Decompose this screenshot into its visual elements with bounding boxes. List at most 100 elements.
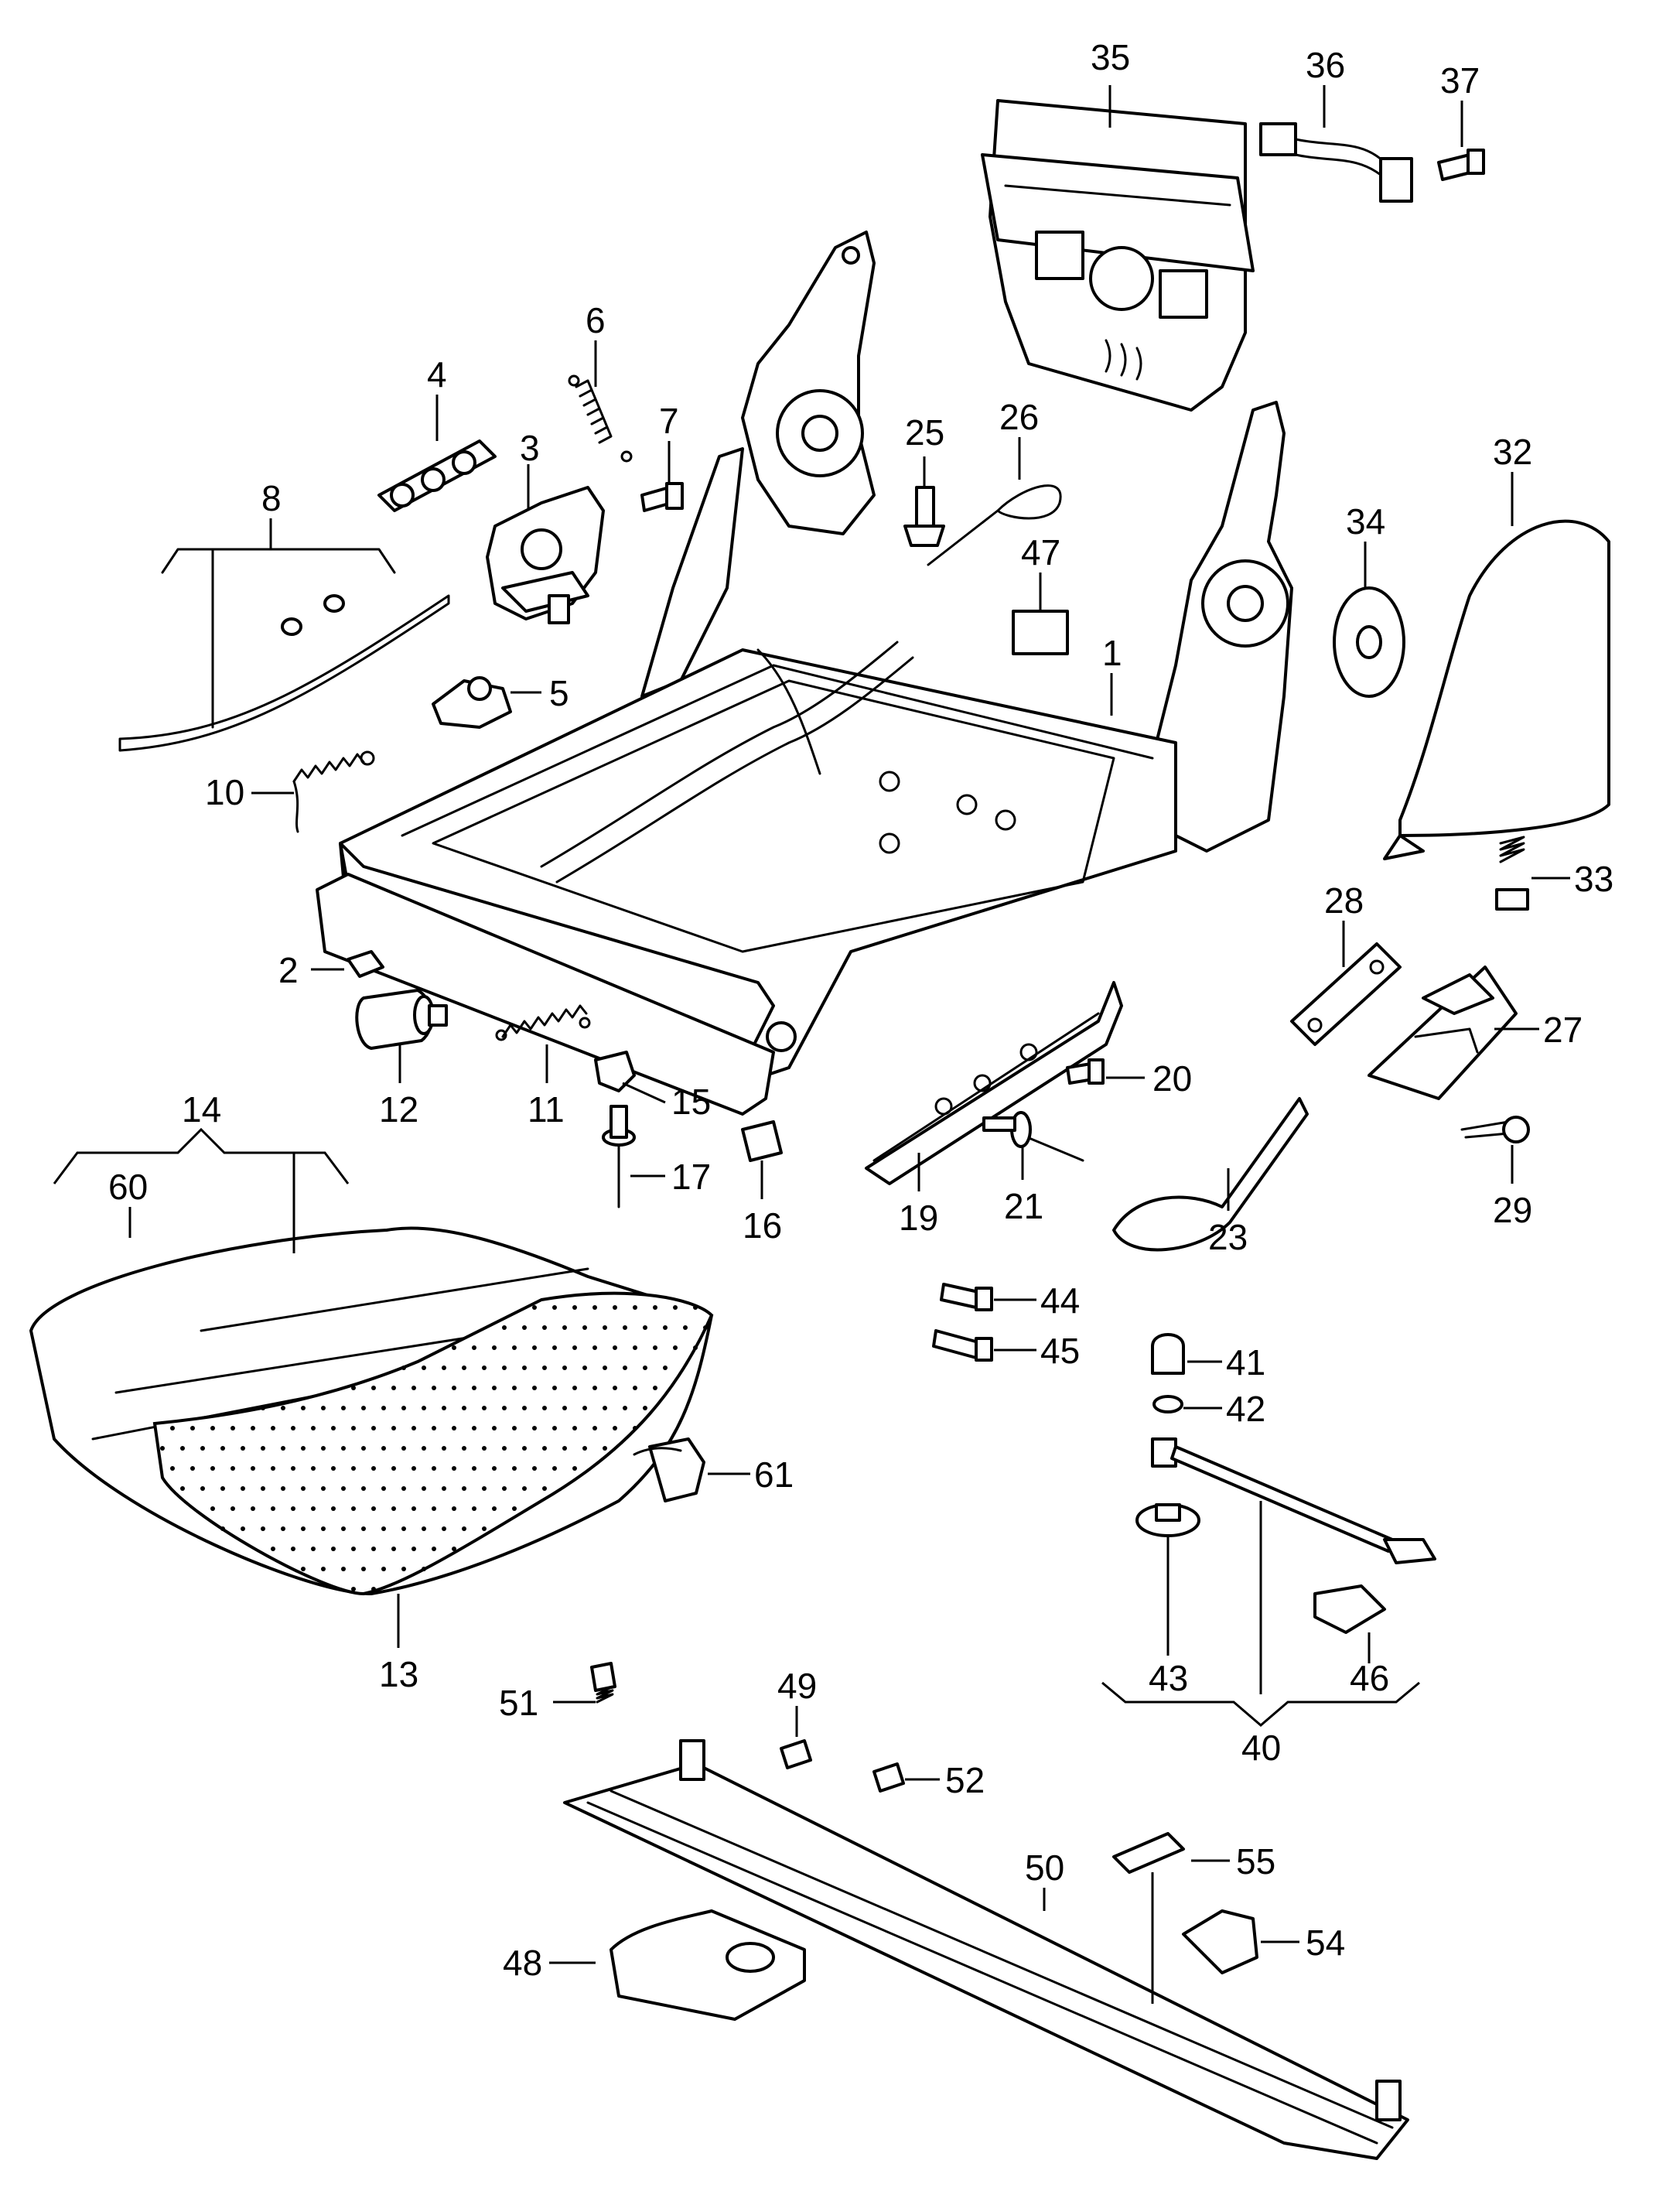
callout-15: 15 <box>671 1082 711 1122</box>
pad-dot <box>371 1386 376 1390</box>
pad-dot <box>502 1406 507 1410</box>
pad-dot <box>241 1446 245 1451</box>
part-36-cable <box>1259 122 1413 203</box>
pad-dot <box>472 1426 476 1430</box>
pad-dot <box>301 1406 306 1410</box>
pad-dot <box>341 1526 346 1531</box>
pad-dot <box>462 1406 466 1410</box>
pad-dot <box>532 1426 537 1430</box>
pad-dot <box>251 1506 255 1511</box>
pad-dot <box>522 1366 527 1370</box>
pad-dot <box>311 1506 316 1511</box>
pad-dot <box>271 1466 275 1471</box>
pad-dot <box>482 1366 487 1370</box>
pad-dot <box>663 1366 668 1370</box>
pad-dot <box>351 1547 356 1551</box>
pad-dot <box>542 1486 547 1491</box>
pad-dot <box>562 1325 567 1330</box>
pad-dot <box>371 1466 376 1471</box>
pad-dot <box>582 1406 587 1410</box>
pad-dot <box>522 1486 527 1491</box>
pad-dot <box>331 1426 336 1430</box>
pad-dot <box>572 1386 577 1390</box>
callout-47: 47 <box>1021 532 1060 573</box>
part-4-cover-strip <box>377 439 497 512</box>
pad-dot <box>613 1345 617 1350</box>
part-44-bolt <box>940 1283 993 1311</box>
callout-34: 34 <box>1346 501 1385 542</box>
pad-dot <box>351 1506 356 1511</box>
pad-dot <box>452 1426 456 1430</box>
pad-dot <box>442 1446 446 1451</box>
pad-dot <box>613 1305 617 1310</box>
callout-33: 33 <box>1574 859 1613 899</box>
pad-dot <box>603 1325 607 1330</box>
pad-dot <box>572 1345 577 1350</box>
pad-dot <box>472 1386 476 1390</box>
pad-dot <box>401 1486 406 1491</box>
pad-dot <box>361 1446 366 1451</box>
pad-dot <box>512 1466 517 1471</box>
pad-dot <box>552 1345 557 1350</box>
pad-dot <box>230 1506 235 1511</box>
pad-dot <box>472 1345 476 1350</box>
pad-dot <box>452 1506 456 1511</box>
callout-13: 13 <box>379 1654 418 1694</box>
pad-dot <box>703 1325 708 1330</box>
pad-dot <box>321 1406 326 1410</box>
part-7-screw <box>640 482 684 512</box>
part-45-bolt <box>932 1329 993 1362</box>
pad-dot <box>301 1567 306 1571</box>
pad-dot <box>623 1406 627 1410</box>
pad-dot <box>271 1547 275 1551</box>
callout-51: 51 <box>499 1683 538 1723</box>
part-14-seat-cushion <box>29 1226 714 1596</box>
pad-dot <box>210 1426 215 1430</box>
pad-dot <box>220 1486 225 1491</box>
part-11-spring <box>495 1004 591 1041</box>
callout-35: 35 <box>1091 37 1130 77</box>
pad-dot <box>210 1466 215 1471</box>
pad-dot <box>552 1386 557 1390</box>
pad-dot <box>673 1305 678 1310</box>
part-12-cylinder <box>355 989 448 1050</box>
callout-4: 4 <box>427 354 447 395</box>
callout-7: 7 <box>659 401 679 441</box>
pad-dot <box>653 1345 657 1350</box>
callout-52: 52 <box>945 1760 985 1800</box>
pad-dot <box>572 1466 577 1471</box>
callout-11: 11 <box>528 1089 565 1130</box>
pad-dot <box>391 1386 396 1390</box>
pad-dot <box>341 1406 346 1410</box>
pad-dot <box>542 1325 547 1330</box>
pad-dot <box>381 1446 386 1451</box>
pad-dot <box>572 1426 577 1430</box>
pad-dot <box>281 1486 285 1491</box>
pad-dot <box>512 1345 517 1350</box>
pad-dot <box>592 1305 597 1310</box>
part-41-cap-nut <box>1151 1333 1185 1375</box>
pad-dot <box>532 1305 537 1310</box>
pad-dot <box>371 1587 376 1591</box>
pad-dot <box>643 1325 647 1330</box>
part-43-washer <box>1135 1503 1200 1537</box>
pad-dot <box>663 1325 668 1330</box>
part-40-tie-rod <box>1151 1437 1436 1564</box>
callout-46: 46 <box>1350 1658 1389 1698</box>
pad-dot <box>401 1406 406 1410</box>
pad-dot <box>422 1366 426 1370</box>
pad-dot <box>210 1506 215 1511</box>
pad-dot <box>452 1345 456 1350</box>
leader-lines <box>53 85 1570 2004</box>
pad-dot <box>482 1526 487 1531</box>
pad-dot <box>442 1526 446 1531</box>
callout-labels: 35 36 37 6 4 7 3 8 5 10 2 12 11 15 17 16… <box>108 37 1613 1983</box>
part-35-backrest-panel <box>981 99 1255 412</box>
pad-dot <box>411 1426 416 1430</box>
pad-dot <box>281 1526 285 1531</box>
part-34-disc <box>1333 586 1405 698</box>
pad-dot <box>361 1526 366 1531</box>
pad-dot <box>683 1325 688 1330</box>
pad-dot <box>502 1366 507 1370</box>
pad-dot <box>492 1426 497 1430</box>
